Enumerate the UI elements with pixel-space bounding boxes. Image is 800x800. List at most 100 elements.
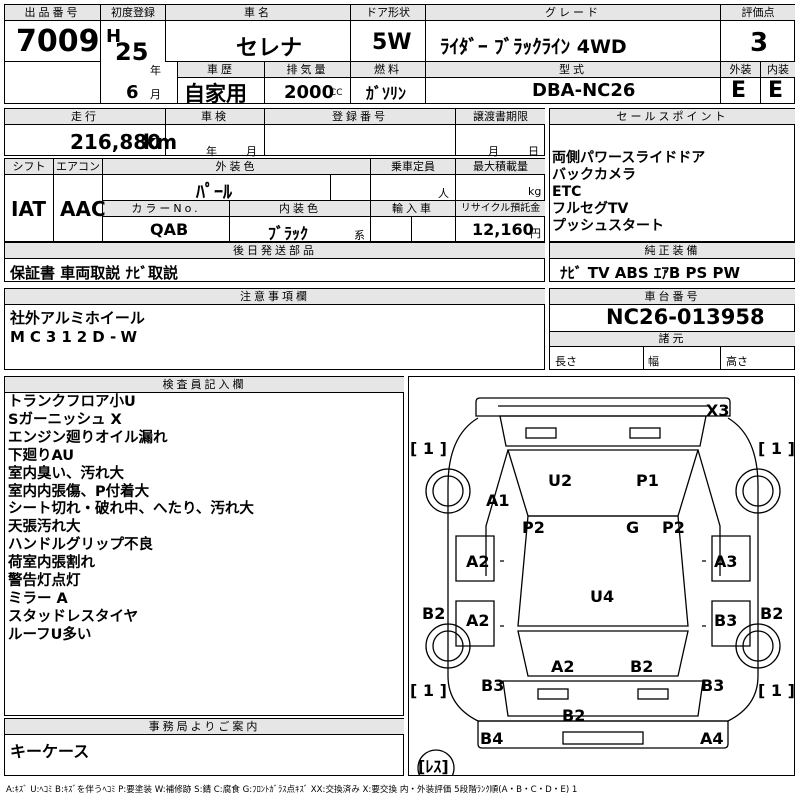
year-unit: 年 (150, 64, 161, 77)
mark-u4: U4 (590, 587, 614, 606)
inspector-label: 検査員記入欄 (5, 377, 404, 392)
era: H (106, 26, 122, 47)
tire-front-left-tread: [ 1 ] (410, 439, 447, 458)
notes-box (4, 288, 545, 370)
car-diagram: X3 U2 P1 A1 P2 G P2 A2 A3 U4 B2 B2 A2 B3… (410, 397, 795, 776)
max-load-label: 最大積載量 (456, 159, 545, 174)
inspector-note: 警告灯点灯 (8, 573, 81, 590)
door-label: ドア形状 (351, 5, 425, 20)
reg-no-label: 登録番号 (265, 109, 455, 124)
mileage: 216,880 (70, 130, 162, 154)
lot-number: 7009 (16, 24, 100, 59)
dimensions-label: 諸元 (550, 332, 795, 346)
mark-b3-right-lower: B3 (701, 676, 724, 695)
header-info-table (4, 4, 795, 104)
mileage-label: 走行 (5, 109, 165, 124)
later-parts-label: 後日発送部品 (5, 243, 545, 258)
inspection-year-unit: 年 (206, 145, 217, 158)
mark-u2: U2 (548, 471, 572, 490)
rear-license-plate (562, 731, 644, 745)
spare-tire (417, 749, 455, 776)
transfer-month-unit: 月 (488, 145, 499, 158)
note-item: MC312D-W (10, 328, 143, 346)
roof-outline (517, 515, 689, 627)
rear-right-tire (735, 623, 781, 669)
displacement: 2000 (284, 82, 335, 103)
front-bumper-outline (475, 397, 731, 417)
mark-b3-left: B3 (481, 676, 504, 695)
inspector-note: ミラー A (8, 590, 68, 607)
mark-p2-right: P2 (662, 518, 685, 537)
mark-a4: A4 (700, 729, 724, 748)
rear-bumper (477, 720, 729, 749)
inspector-note: 室内内張傷、P付着大 (8, 483, 150, 500)
sales-point-list: 両側パワースライドドア バックカメラ ETC フルセグTV プッシュスタート (552, 150, 705, 235)
tire-front-right-tread: [ 1 ] (758, 439, 795, 458)
sales-point-box (549, 108, 795, 242)
history-label: 車歴 (178, 62, 264, 77)
mark-a1: A1 (486, 491, 510, 510)
inspector-note: 天張汚れ大 (8, 519, 81, 536)
car-name: セレナ (236, 36, 303, 61)
office-notice-label: 事務局よりご案内 (5, 719, 404, 734)
shift-label: シフト (5, 159, 53, 174)
mark-b2-right: B2 (760, 604, 783, 623)
inspector-box (4, 376, 404, 716)
mileage-table (4, 108, 545, 156)
front-left-tire (425, 468, 471, 514)
mark-b3-right-upper: B3 (714, 611, 737, 630)
ext-color: ﾊﾟｰﾙ (196, 182, 232, 203)
fuel-label: 燃料 (351, 62, 425, 77)
sales-point-item: ETC (552, 184, 582, 200)
rear-gate (502, 680, 704, 717)
int-color-label: 内装色 (230, 201, 370, 216)
lot-no-label: 出品番号 (5, 5, 100, 20)
yen-unit: 円 (530, 227, 541, 240)
mark-b4: B4 (480, 729, 503, 748)
person-unit: 人 (438, 187, 449, 200)
history: 自家用 (184, 82, 247, 106)
mark-a2-center: A2 (551, 657, 575, 676)
notes-list: 社外アルミホイール MC312D-W (10, 309, 145, 347)
reg-year: 25 (115, 38, 149, 66)
sales-point-label: セールスポイント (550, 109, 795, 124)
inspector-notes: トランクフロア小U Sガーニッシュ X エンジン廻りオイル漏れ 下廻りAU 室内… (8, 394, 254, 645)
mark-b2-bottom: B2 (562, 706, 585, 725)
transfer-label: 譲渡書期限 (456, 109, 545, 124)
shift: IAT (11, 197, 47, 221)
tire-rear-left-tread: [ 1 ] (410, 681, 447, 700)
exterior-label: 外装 (721, 62, 760, 77)
note-item: 社外アルミホイール (10, 309, 145, 327)
inspector-note: スタッドレスタイヤ (8, 608, 139, 625)
inspector-note: エンジン廻りオイル漏れ (8, 429, 168, 446)
rear-window (517, 630, 689, 677)
rear-left-tire (425, 623, 471, 669)
mark-a3: A3 (714, 552, 738, 571)
tire-rear-right-tread: [ 1 ] (758, 681, 795, 700)
mark-g: G (626, 518, 639, 537)
right-rear-door (711, 600, 751, 647)
left-rear-door (455, 600, 495, 647)
notes-label: 注意事項欄 (5, 289, 545, 304)
front-right-tire (735, 468, 781, 514)
length-label: 長さ (555, 355, 577, 368)
kei-unit: 系 (354, 229, 365, 242)
door-type: 5W (372, 30, 412, 55)
color-no: QAB (150, 220, 189, 239)
model: DBA-NC26 (532, 80, 636, 101)
mark-x3: X3 (706, 401, 729, 420)
ext-color-label: 外装色 (103, 159, 370, 174)
office-notice-box (4, 718, 404, 776)
first-reg-label: 初度登録 (101, 5, 165, 20)
grade-label: グレード (426, 5, 720, 20)
chassis-no: NC26-013958 (606, 305, 765, 329)
office-notice: キーケース (10, 742, 90, 761)
legend: A:ｷｽﾞ U:ﾍｺﾐ B:ｷｽﾞを伴うﾍｺﾐ P:要塗装 W:補修跡 S:錆 … (6, 785, 578, 795)
mark-p2-left: P2 (522, 518, 545, 537)
exterior-grade: E (731, 78, 747, 103)
left-front-door (455, 535, 495, 582)
sales-point-item: バックカメラ (552, 167, 636, 183)
transfer-day-unit: 日 (528, 145, 539, 158)
inspection-month-unit: 月 (246, 145, 257, 158)
reg-month: 6 (126, 82, 139, 103)
